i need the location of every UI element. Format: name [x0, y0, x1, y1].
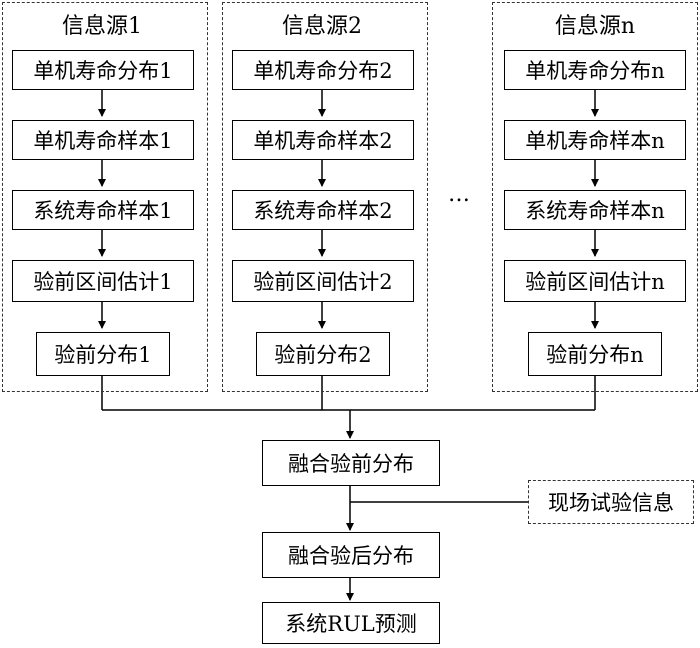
- source-group-2: [222, 2, 428, 392]
- source-n-title: 信息源n: [554, 14, 636, 39]
- s2-step-1: 单机寿命分布2: [232, 50, 414, 90]
- fusion-prior-box: 融合验前分布: [262, 440, 440, 486]
- sn-prior: 验前分布n: [528, 332, 662, 376]
- source-group-1: [2, 2, 208, 392]
- s2-prior: 验前分布2: [256, 332, 390, 376]
- ellipsis: …: [448, 182, 471, 207]
- s1-prior: 验前分布1: [36, 332, 170, 376]
- sn-step-1: 单机寿命分布n: [504, 50, 686, 90]
- s1-step-2: 单机寿命样本1: [12, 120, 194, 160]
- s1-step-1: 单机寿命分布1: [12, 50, 194, 90]
- source-2-title: 信息源2: [282, 14, 362, 39]
- s2-step-4: 验前区间估计2: [232, 260, 414, 302]
- rul-prediction-box: 系统RUL预测: [262, 602, 440, 644]
- source-group-n: [492, 2, 698, 392]
- s1-step-4: 验前区间估计1: [12, 260, 194, 302]
- sn-step-3: 系统寿命样本n: [504, 190, 686, 230]
- s2-step-3: 系统寿命样本2: [232, 190, 414, 230]
- sn-step-4: 验前区间估计n: [504, 260, 686, 302]
- sn-step-2: 单机寿命样本n: [504, 120, 686, 160]
- field-test-box: 现场试验信息: [528, 480, 694, 524]
- s2-step-2: 单机寿命样本2: [232, 120, 414, 160]
- fusion-posterior-box: 融合验后分布: [262, 532, 440, 578]
- source-1-title: 信息源1: [62, 14, 142, 39]
- s1-step-3: 系统寿命样本1: [12, 190, 194, 230]
